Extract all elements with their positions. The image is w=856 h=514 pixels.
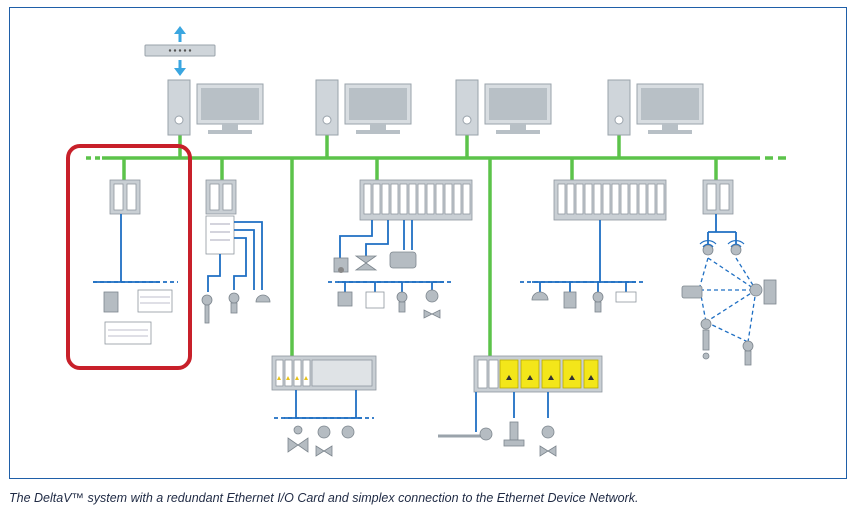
io-card-icon (103, 291, 119, 313)
controller-3-group (328, 179, 473, 319)
field-device-icon (700, 318, 712, 360)
workstation-2 (315, 79, 412, 136)
field-device-icon (341, 425, 355, 439)
redundant-ethernet-io-section (66, 144, 192, 370)
workstation-3 (455, 79, 552, 136)
wireless-device-icon (699, 240, 745, 256)
valve-icon (423, 289, 441, 319)
diagram-border (9, 7, 847, 479)
valve-icon (354, 255, 378, 271)
io-card-icon (104, 321, 152, 345)
ethernet-backbone (86, 135, 790, 356)
valve-icon (749, 279, 777, 305)
controller-2-group (201, 179, 271, 324)
io-rack-bottom-left (271, 355, 377, 457)
io-card-icon (205, 215, 235, 255)
safety-rack-bottom (438, 355, 603, 457)
field-device-icon (615, 291, 637, 303)
valve-icon (315, 425, 333, 457)
motor-icon (389, 251, 417, 269)
field-device-icon (531, 291, 549, 301)
wireless-network-group (681, 179, 777, 366)
io-card-icon (137, 289, 173, 313)
network-switch-icon (144, 26, 216, 76)
figure-caption: The DeltaV™ system with a redundant Ethe… (9, 491, 639, 505)
workstation-tower-icon (455, 79, 479, 136)
highlight-box (66, 144, 192, 370)
workstation-1 (167, 79, 264, 136)
field-device-icon (255, 294, 271, 303)
workstation-tower-icon (607, 79, 631, 136)
field-device-icon (503, 421, 525, 447)
field-device-icon (201, 294, 213, 324)
workstation-4 (607, 79, 704, 136)
workstation-tower-icon (315, 79, 339, 136)
controller-4-group (520, 179, 667, 313)
field-device-icon (479, 427, 493, 441)
field-device-icon (742, 340, 754, 366)
field-device-icon (228, 292, 240, 314)
workstation-tower-icon (167, 79, 191, 136)
field-device-icon (563, 291, 577, 309)
field-device-icon (592, 291, 604, 313)
field-device-icon (365, 291, 385, 309)
field-device-icon (681, 285, 703, 299)
valve-icon (539, 425, 557, 457)
motor-icon (333, 257, 349, 273)
field-device-icon (396, 291, 408, 313)
field-device-icon (337, 291, 353, 307)
valve-icon (287, 425, 309, 453)
